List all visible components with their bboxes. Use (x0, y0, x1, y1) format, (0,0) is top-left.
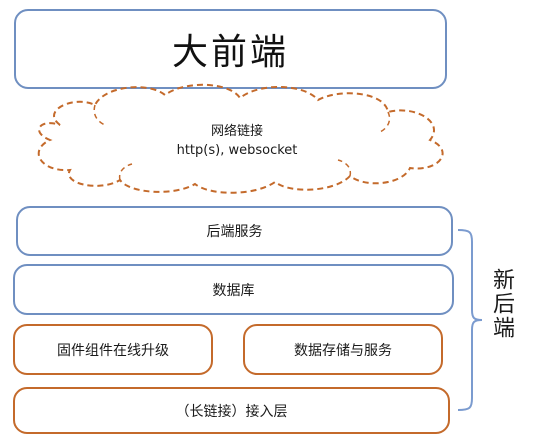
database-box: 数据库 (13, 264, 454, 315)
firmware-upgrade-box: 固件组件在线升级 (13, 324, 213, 375)
frontend-label: 大前端 (171, 32, 289, 73)
access-layer-label: （长链接）接入层 (175, 403, 288, 420)
backend-service-box: 后端服务 (16, 206, 453, 256)
bracket-line (457, 229, 483, 411)
data-storage-box: 数据存储与服务 (243, 324, 443, 375)
new-backend-label: 新后端 (489, 268, 514, 340)
database-label: 数据库 (212, 282, 255, 299)
frontend-box: 大前端 (14, 9, 447, 89)
backend-service-label: 后端服务 (206, 224, 263, 240)
firmware-upgrade-label: 固件组件在线升级 (57, 342, 169, 359)
network-title: 网络链接 (210, 124, 263, 139)
network-subtitle: http(s), websocket (176, 143, 298, 158)
access-layer-box: （长链接）接入层 (13, 387, 450, 434)
data-storage-label: 数据存储与服务 (294, 342, 392, 359)
